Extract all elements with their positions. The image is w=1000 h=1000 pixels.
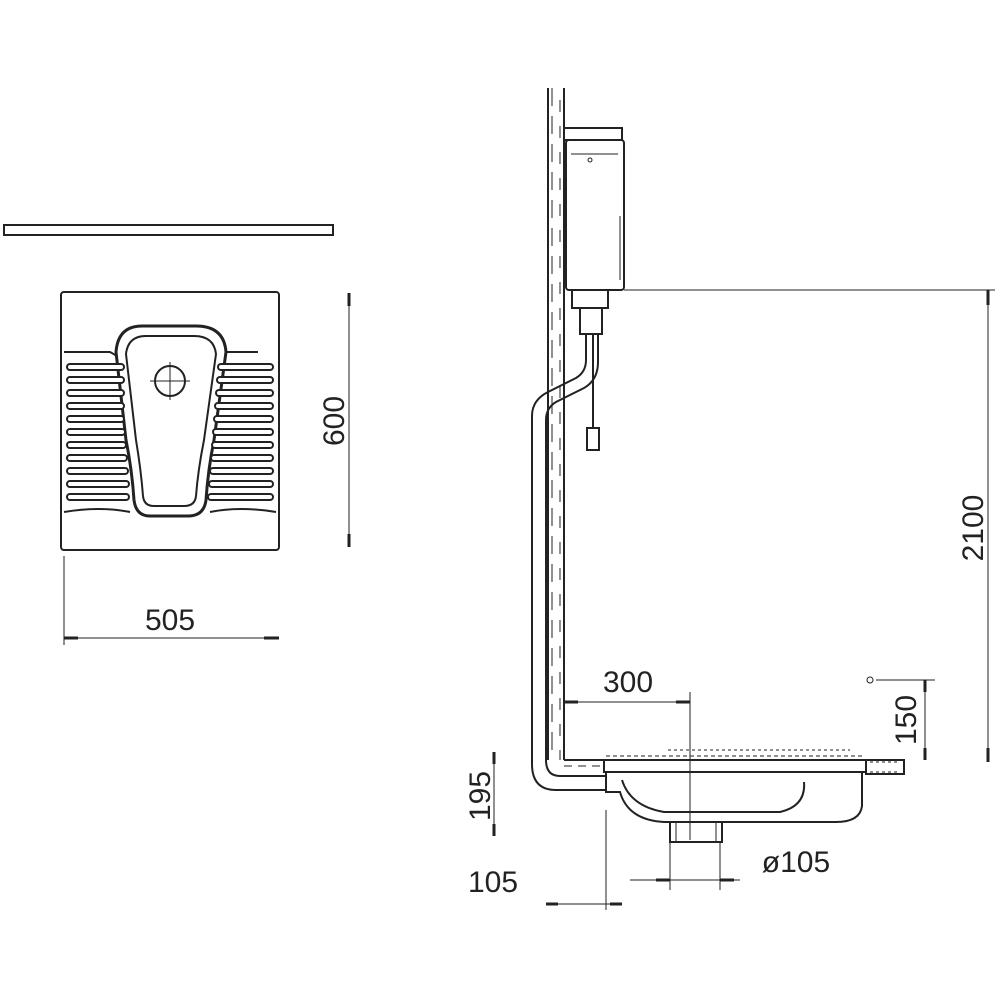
dimension-depth: 600 <box>318 293 351 547</box>
outlet-spigot <box>669 821 723 843</box>
depth-dimension-label: 600 <box>318 396 351 446</box>
dimension-wall-offset: 105 <box>468 810 622 910</box>
dimension-outlet-offset: 300 <box>564 666 691 840</box>
floor-line-bar <box>3 224 334 236</box>
wall-section <box>547 88 565 760</box>
cistern-tank <box>565 139 625 291</box>
dimension-width: 505 <box>63 556 279 645</box>
inlet-height-label: 150 <box>890 695 923 745</box>
width-dimension-label: 505 <box>145 604 195 637</box>
cistern-bracket <box>563 127 623 141</box>
flush-valve-nut <box>579 307 603 335</box>
dimension-inlet-height: 150 <box>866 676 935 760</box>
dimension-cistern-height: 2100 <box>624 289 995 762</box>
bowl-inner <box>124 335 218 507</box>
cistern-screw-icon <box>587 157 593 163</box>
flush-pipe-inner <box>545 334 606 777</box>
cistern-height-label: 2100 <box>957 495 990 562</box>
plan-view: 505 600 <box>3 224 351 645</box>
flush-valve <box>571 289 609 309</box>
dimension-outlet-diameter: ø105 <box>630 842 830 890</box>
water-inlet-stub <box>865 759 905 775</box>
side-view: 2100 300 150 195 <box>464 88 995 910</box>
pan-height-label: 195 <box>464 771 497 821</box>
outlet-offset-label: 300 <box>603 666 653 699</box>
wall-offset-label: 105 <box>468 866 518 899</box>
right-foot-treads <box>207 363 274 501</box>
flush-pipe <box>531 334 606 791</box>
pull-handle <box>586 427 600 451</box>
outlet-diameter-label: ø105 <box>762 846 830 879</box>
pan-section <box>603 749 867 843</box>
left-foot-treads <box>66 363 130 501</box>
inlet-marker-icon <box>866 676 874 684</box>
dimension-pan-height: 195 <box>464 752 497 836</box>
pan-bottom-edge <box>63 508 277 513</box>
